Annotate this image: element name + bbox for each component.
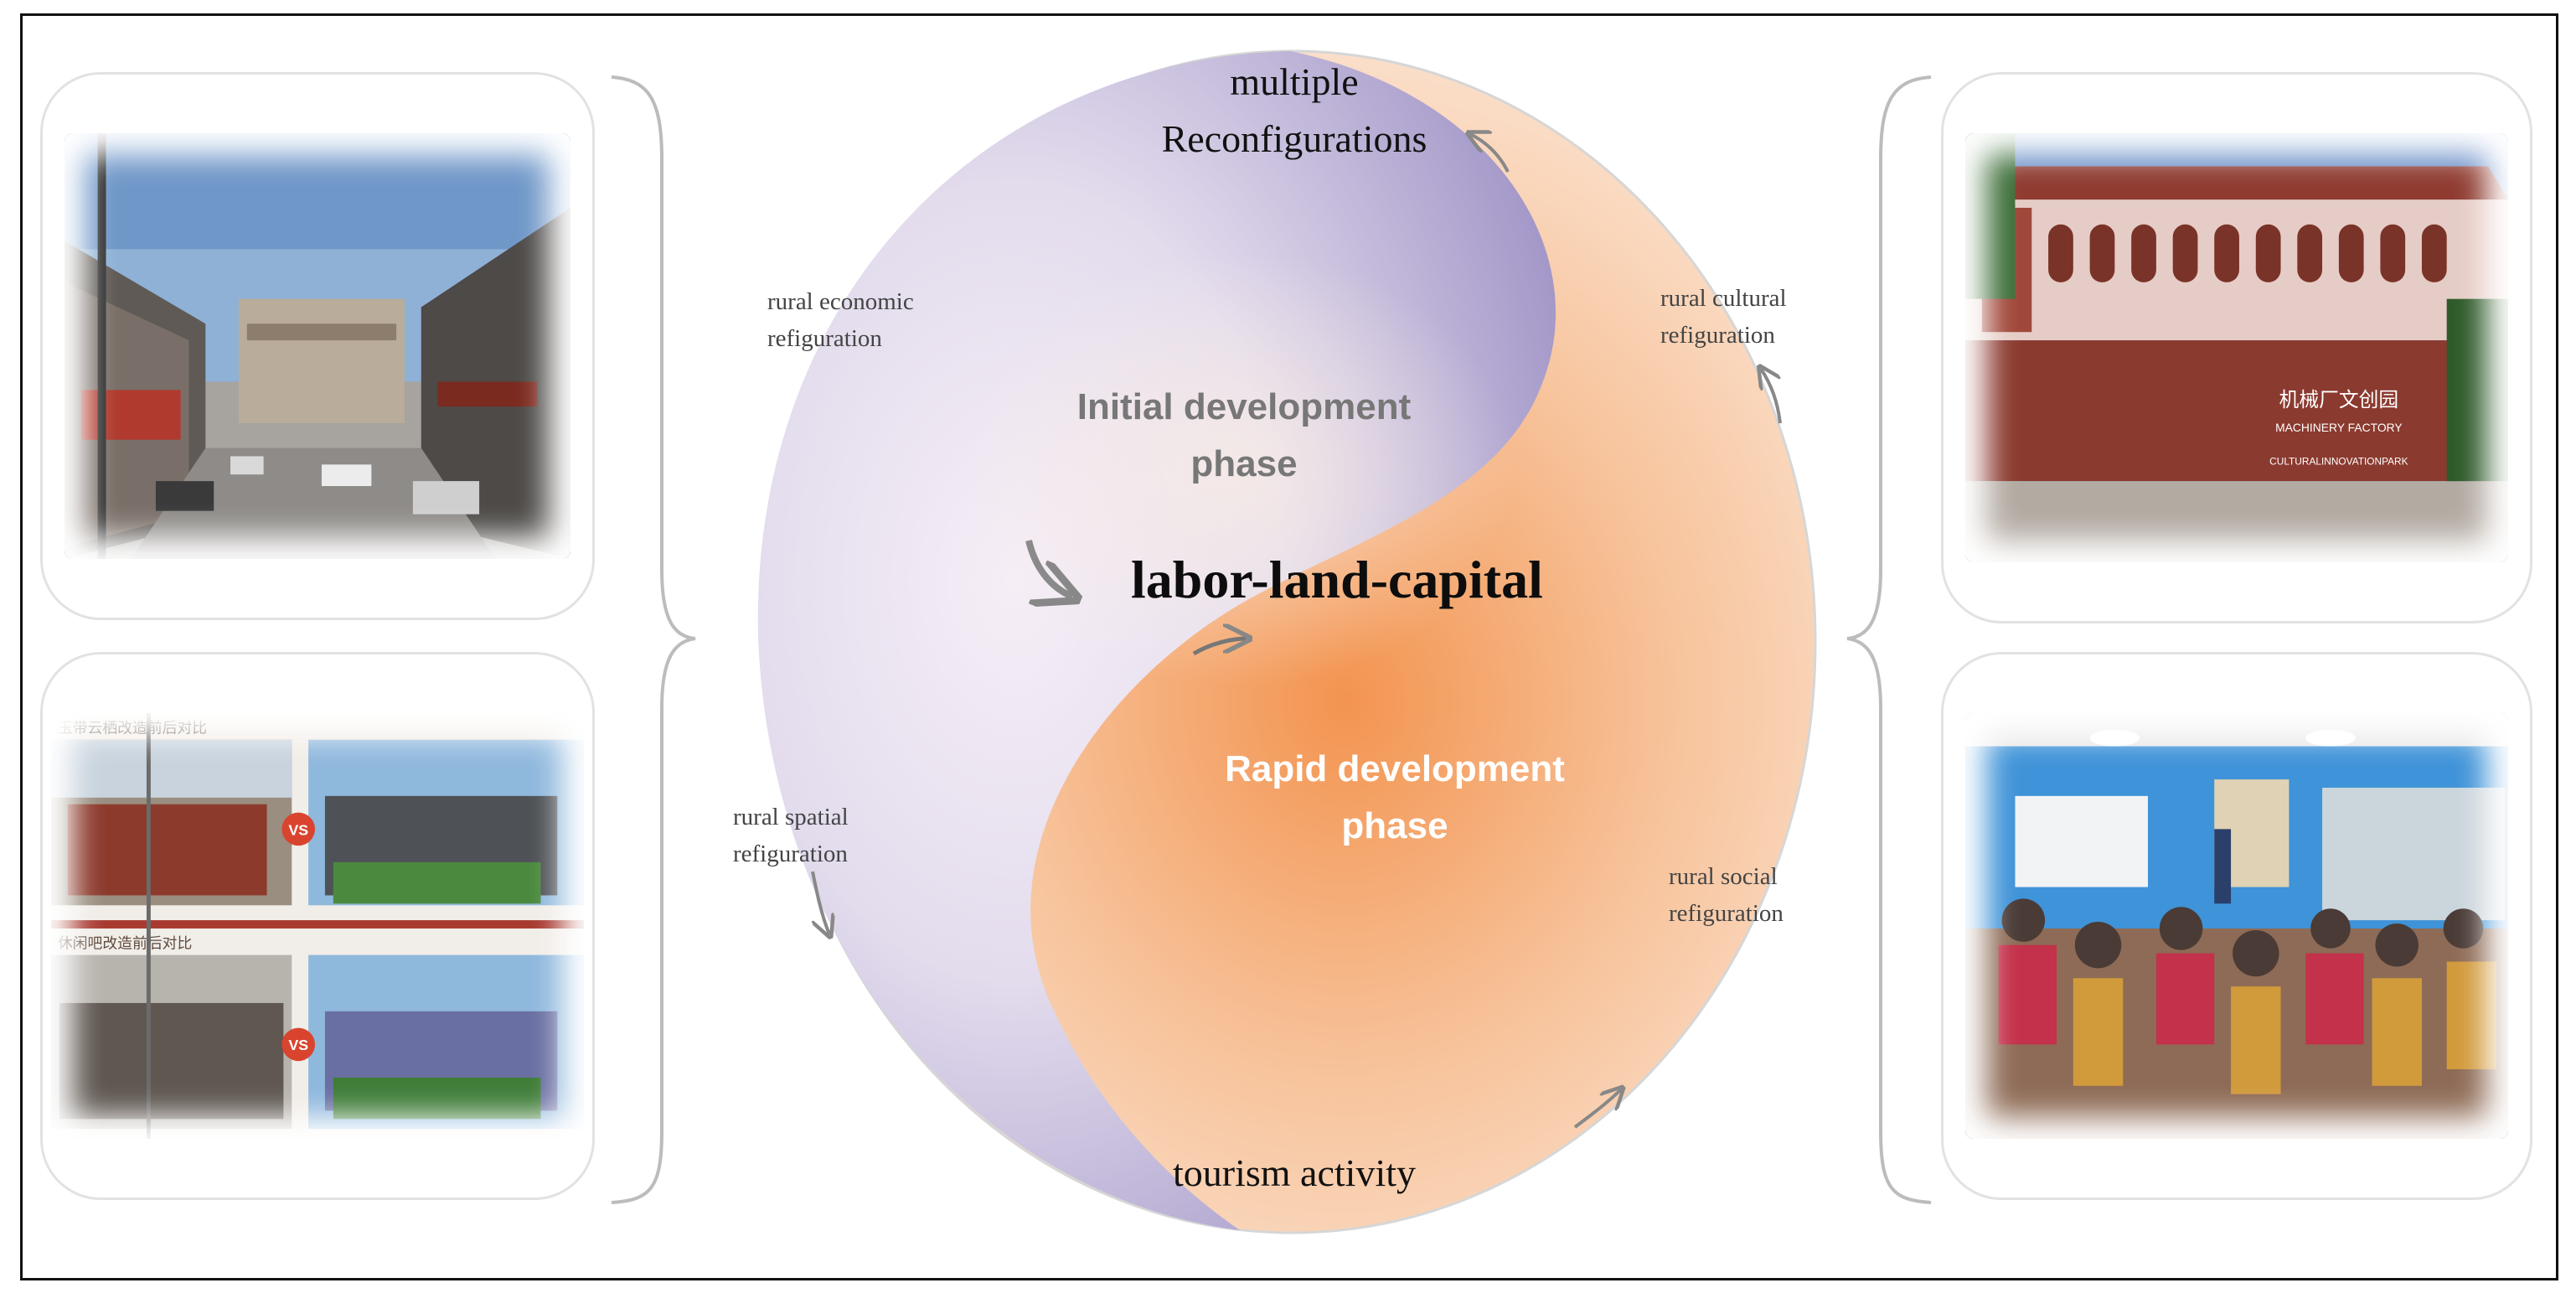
label-spatial: rural spatial refiguration (733, 804, 849, 867)
arrow-left-down (811, 871, 829, 934)
label-social: rural social refiguration (1669, 863, 1784, 927)
bottom-title: tourism activity (1172, 1151, 1416, 1194)
center-title: labor-land-capital (1131, 550, 1543, 609)
arrow-right-up (1761, 369, 1782, 424)
right-brace (1846, 75, 1932, 1204)
photo-card-right-bottom (1941, 652, 2532, 1200)
photo-card-right-top: 机械厂文创园 MACHINERY FACTORY CULTURALINNOVAT… (1941, 72, 2532, 623)
factory-building-photo-icon: 机械厂文创园 MACHINERY FACTORY CULTURALINNOVAT… (1965, 133, 2508, 562)
factory-sign-en-1: MACHINERY FACTORY (2275, 421, 2402, 434)
photo-card-left-top (40, 72, 595, 620)
street-photo-icon (65, 133, 570, 559)
community-meeting-photo-icon (1965, 713, 2508, 1139)
vs-badge-top: VS (288, 821, 308, 838)
factory-sign-cn: 机械厂文创园 (2279, 388, 2399, 411)
vs-badge-bottom: VS (288, 1037, 308, 1053)
label-economic: rural economic refiguration (767, 288, 914, 352)
arrow-center-left (1025, 540, 1072, 597)
arrow-center-right (1192, 639, 1247, 656)
factory-sign-en-2: CULTURALINNOVATIONPARK (2269, 455, 2408, 467)
left-brace (611, 75, 696, 1204)
label-cultural: rural cultural refiguration (1660, 285, 1787, 349)
arrow-bottom-right (1573, 1089, 1621, 1129)
arrow-top (1470, 134, 1510, 173)
photo-card-left-bottom: VS VS 玉带云栖改造前后对比 休闲吧改造前后对比 (40, 652, 595, 1200)
caption-top: 玉带云栖改造前后对比 (58, 720, 207, 737)
caption-bottom: 休闲吧改造前后对比 (58, 935, 192, 953)
before-after-photo-icon: VS VS 玉带云栖改造前后对比 休闲吧改造前后对比 (51, 713, 584, 1139)
phase-rapid: Rapid development phase (1225, 748, 1565, 846)
top-title: multiple Reconfigurations (1161, 60, 1427, 160)
phase-initial: Initial development phase (1076, 386, 1412, 484)
